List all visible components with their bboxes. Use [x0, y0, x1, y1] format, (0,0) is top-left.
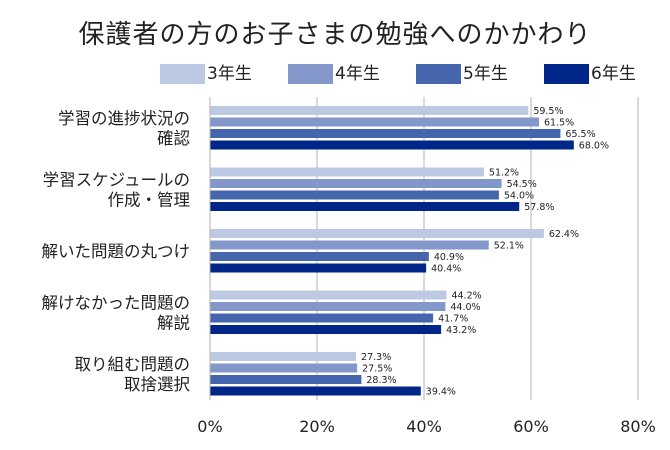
data-label: 41.7% — [438, 314, 468, 325]
category-label-line: 解けなかった問題の — [42, 293, 191, 312]
bar — [210, 167, 484, 177]
bar — [210, 302, 446, 311]
category-label: 学習スケジュールの作成・管理 — [43, 170, 190, 209]
bar — [210, 240, 489, 250]
bar — [210, 252, 429, 261]
category-label: 学習の進捗状況の確認 — [58, 109, 190, 148]
bar — [210, 313, 434, 323]
bar — [210, 117, 540, 127]
category-label-line: 取り組む問題の — [75, 355, 191, 374]
legend-label: 6年生 — [591, 64, 636, 84]
x-tick-label: 80% — [620, 417, 656, 436]
bar — [210, 179, 502, 188]
bar — [210, 386, 421, 396]
category-label-line: 作成・管理 — [108, 190, 191, 209]
category-label: 取り組む問題の取捨選択 — [75, 355, 191, 394]
category-label-line: 解いた問題の丸つけ — [42, 242, 191, 261]
x-tick-label: 60% — [513, 417, 549, 436]
category-label-line: 取捨選択 — [124, 375, 191, 394]
data-label: 51.2% — [489, 168, 519, 179]
data-label: 57.8% — [524, 202, 554, 213]
category-label-line: 解説 — [157, 313, 190, 332]
data-label: 39.4% — [426, 387, 456, 398]
data-label: 44.0% — [450, 302, 480, 313]
legend-label: 5年生 — [463, 64, 508, 84]
legend-swatch — [160, 64, 205, 84]
category-label: 解けなかった問題の解説 — [42, 293, 191, 332]
data-label: 27.5% — [362, 364, 392, 375]
bar — [210, 352, 357, 361]
data-label: 52.1% — [494, 241, 524, 252]
bar — [210, 263, 427, 273]
category-label-line: 確認 — [157, 129, 190, 148]
category-label-line: 学習の進捗状況の — [58, 109, 190, 128]
data-label: 44.2% — [451, 291, 481, 302]
data-label: 40.9% — [434, 252, 464, 263]
data-label: 54.0% — [504, 191, 534, 202]
legend-swatch — [288, 64, 333, 84]
bar — [210, 363, 358, 373]
bar — [210, 375, 362, 384]
x-tick-label: 0% — [197, 417, 222, 436]
data-label: 40.4% — [431, 264, 461, 275]
bar — [210, 229, 544, 238]
bar — [210, 325, 442, 334]
bar — [210, 190, 499, 200]
data-label: 27.3% — [361, 352, 391, 363]
data-label: 62.4% — [549, 229, 579, 240]
data-label: 28.3% — [366, 375, 396, 386]
data-label: 61.5% — [544, 118, 574, 129]
data-label: 54.5% — [507, 179, 537, 190]
chart-title: 保護者の方のお子さまの勉強へのかかわり — [78, 20, 592, 50]
bar — [210, 202, 520, 211]
bar — [210, 290, 447, 300]
data-label: 43.2% — [446, 325, 476, 336]
data-label: 65.5% — [565, 129, 595, 140]
legend-label: 4年生 — [335, 64, 380, 84]
legend-swatch — [544, 64, 589, 84]
x-tick-label: 20% — [299, 417, 335, 436]
category-label-line: 学習スケジュールの — [43, 170, 190, 189]
bar — [210, 129, 561, 138]
data-label: 59.5% — [533, 106, 563, 117]
x-tick-label: 40% — [406, 417, 442, 436]
bar — [210, 106, 529, 115]
bar — [210, 140, 574, 150]
category-label: 解いた問題の丸つけ — [42, 242, 191, 261]
legend-label: 3年生 — [207, 64, 252, 84]
legend-swatch — [416, 64, 461, 84]
data-label: 68.0% — [579, 141, 609, 152]
